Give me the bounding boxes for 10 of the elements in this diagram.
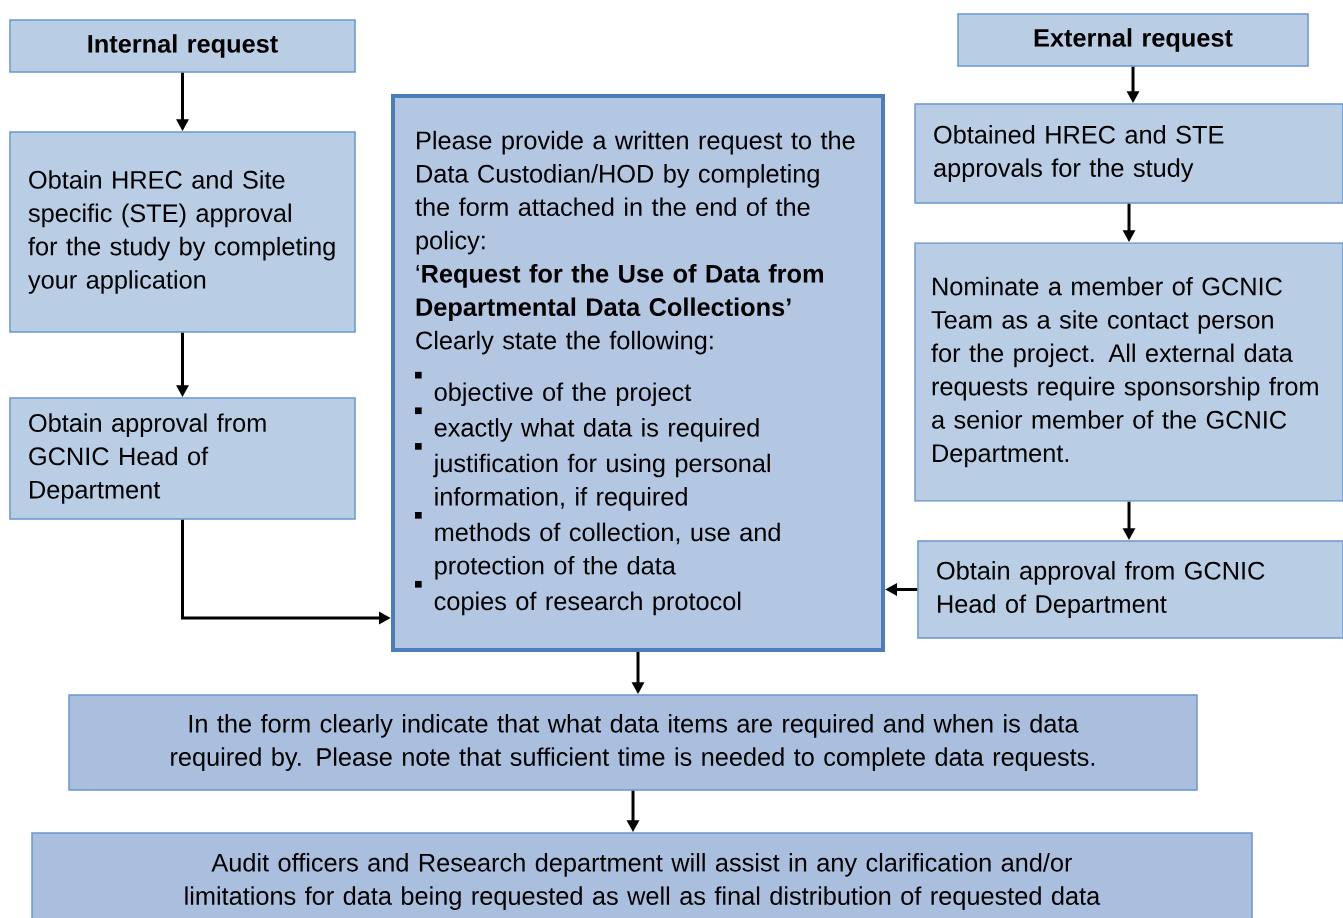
process-box: Internal request [9, 19, 356, 73]
process-box: Obtain approval from GCNIC Head of Department [917, 540, 1343, 639]
process-box: External request [957, 13, 1309, 67]
process-box: Nominate a member of GCNIC Team as a site contact person for the project. All external data requests require sponsorship from a senior member of the GCNIC Department. [914, 242, 1343, 502]
process-box: Obtain approval from GCNIC Head of Department [9, 397, 356, 520]
process-box: Please provide a written request to the Data Custodian/HOD by completing the form attached in the end of the policy: ‘Request for the Use of Data from Departmental Data Collections’ Clearly state the following: objective of the project exactly what data is required justification for using personal information, if required methods of collection, use and protection of the data copies of research protocol [391, 94, 885, 652]
process-box: In the form clearly indicate that what data items are required and when is data required by. Please note that sufficient time is needed to complete data requests. [68, 694, 1198, 791]
process-box: Obtained HREC and STE approvals for the study [914, 103, 1343, 204]
process-box: Audit officers and Research department will assist in any clarification and/or limitations for data being requested as well as final distribution of requested data [31, 832, 1253, 918]
process-box: Obtain HREC and Site specific (STE) approval for the study by completing your application [9, 131, 356, 333]
